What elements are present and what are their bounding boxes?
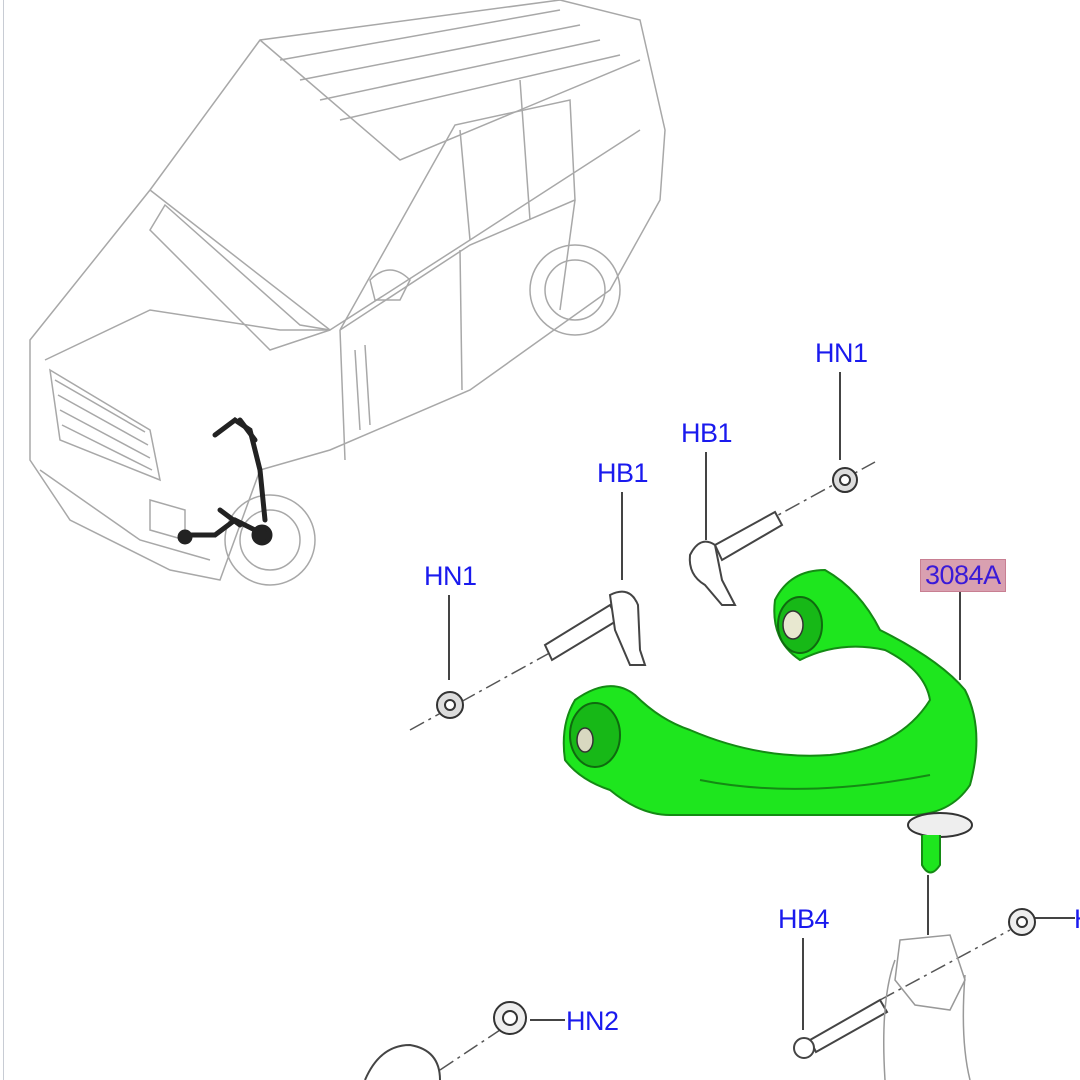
callout-hb4[interactable]: HB4 [778,904,830,934]
bushing-bottom [364,1043,441,1080]
nut-hn2 [493,1001,527,1035]
nut-right [1008,908,1036,936]
bolt-hb4 [793,998,889,1059]
knuckle-outline [883,934,971,1080]
callout-hb1-upper[interactable]: HB1 [681,418,733,448]
nut-hn1-left [436,691,464,719]
callout-part-3084a[interactable]: 3084A [920,559,1006,592]
callout-cut-off[interactable]: H [1074,906,1080,933]
bolt-hb1-upper [688,510,784,606]
bolt-hb1-lower [543,590,647,666]
nut-hn1-top [832,467,858,493]
assembly-axis-lines [409,461,1011,1071]
callout-hb1-lower[interactable]: HB1 [597,458,649,488]
leader-lines [448,372,1075,1030]
vehicle-suspension-highlight [177,416,273,546]
callout-hn1-top[interactable]: HN1 [815,338,868,368]
callout-hn1-left[interactable]: HN1 [424,561,477,591]
frame-border [3,0,4,1080]
callout-hn2[interactable]: HN2 [566,1006,619,1036]
upper-control-arm-3084a [562,568,978,874]
vehicle-outline [29,0,666,586]
